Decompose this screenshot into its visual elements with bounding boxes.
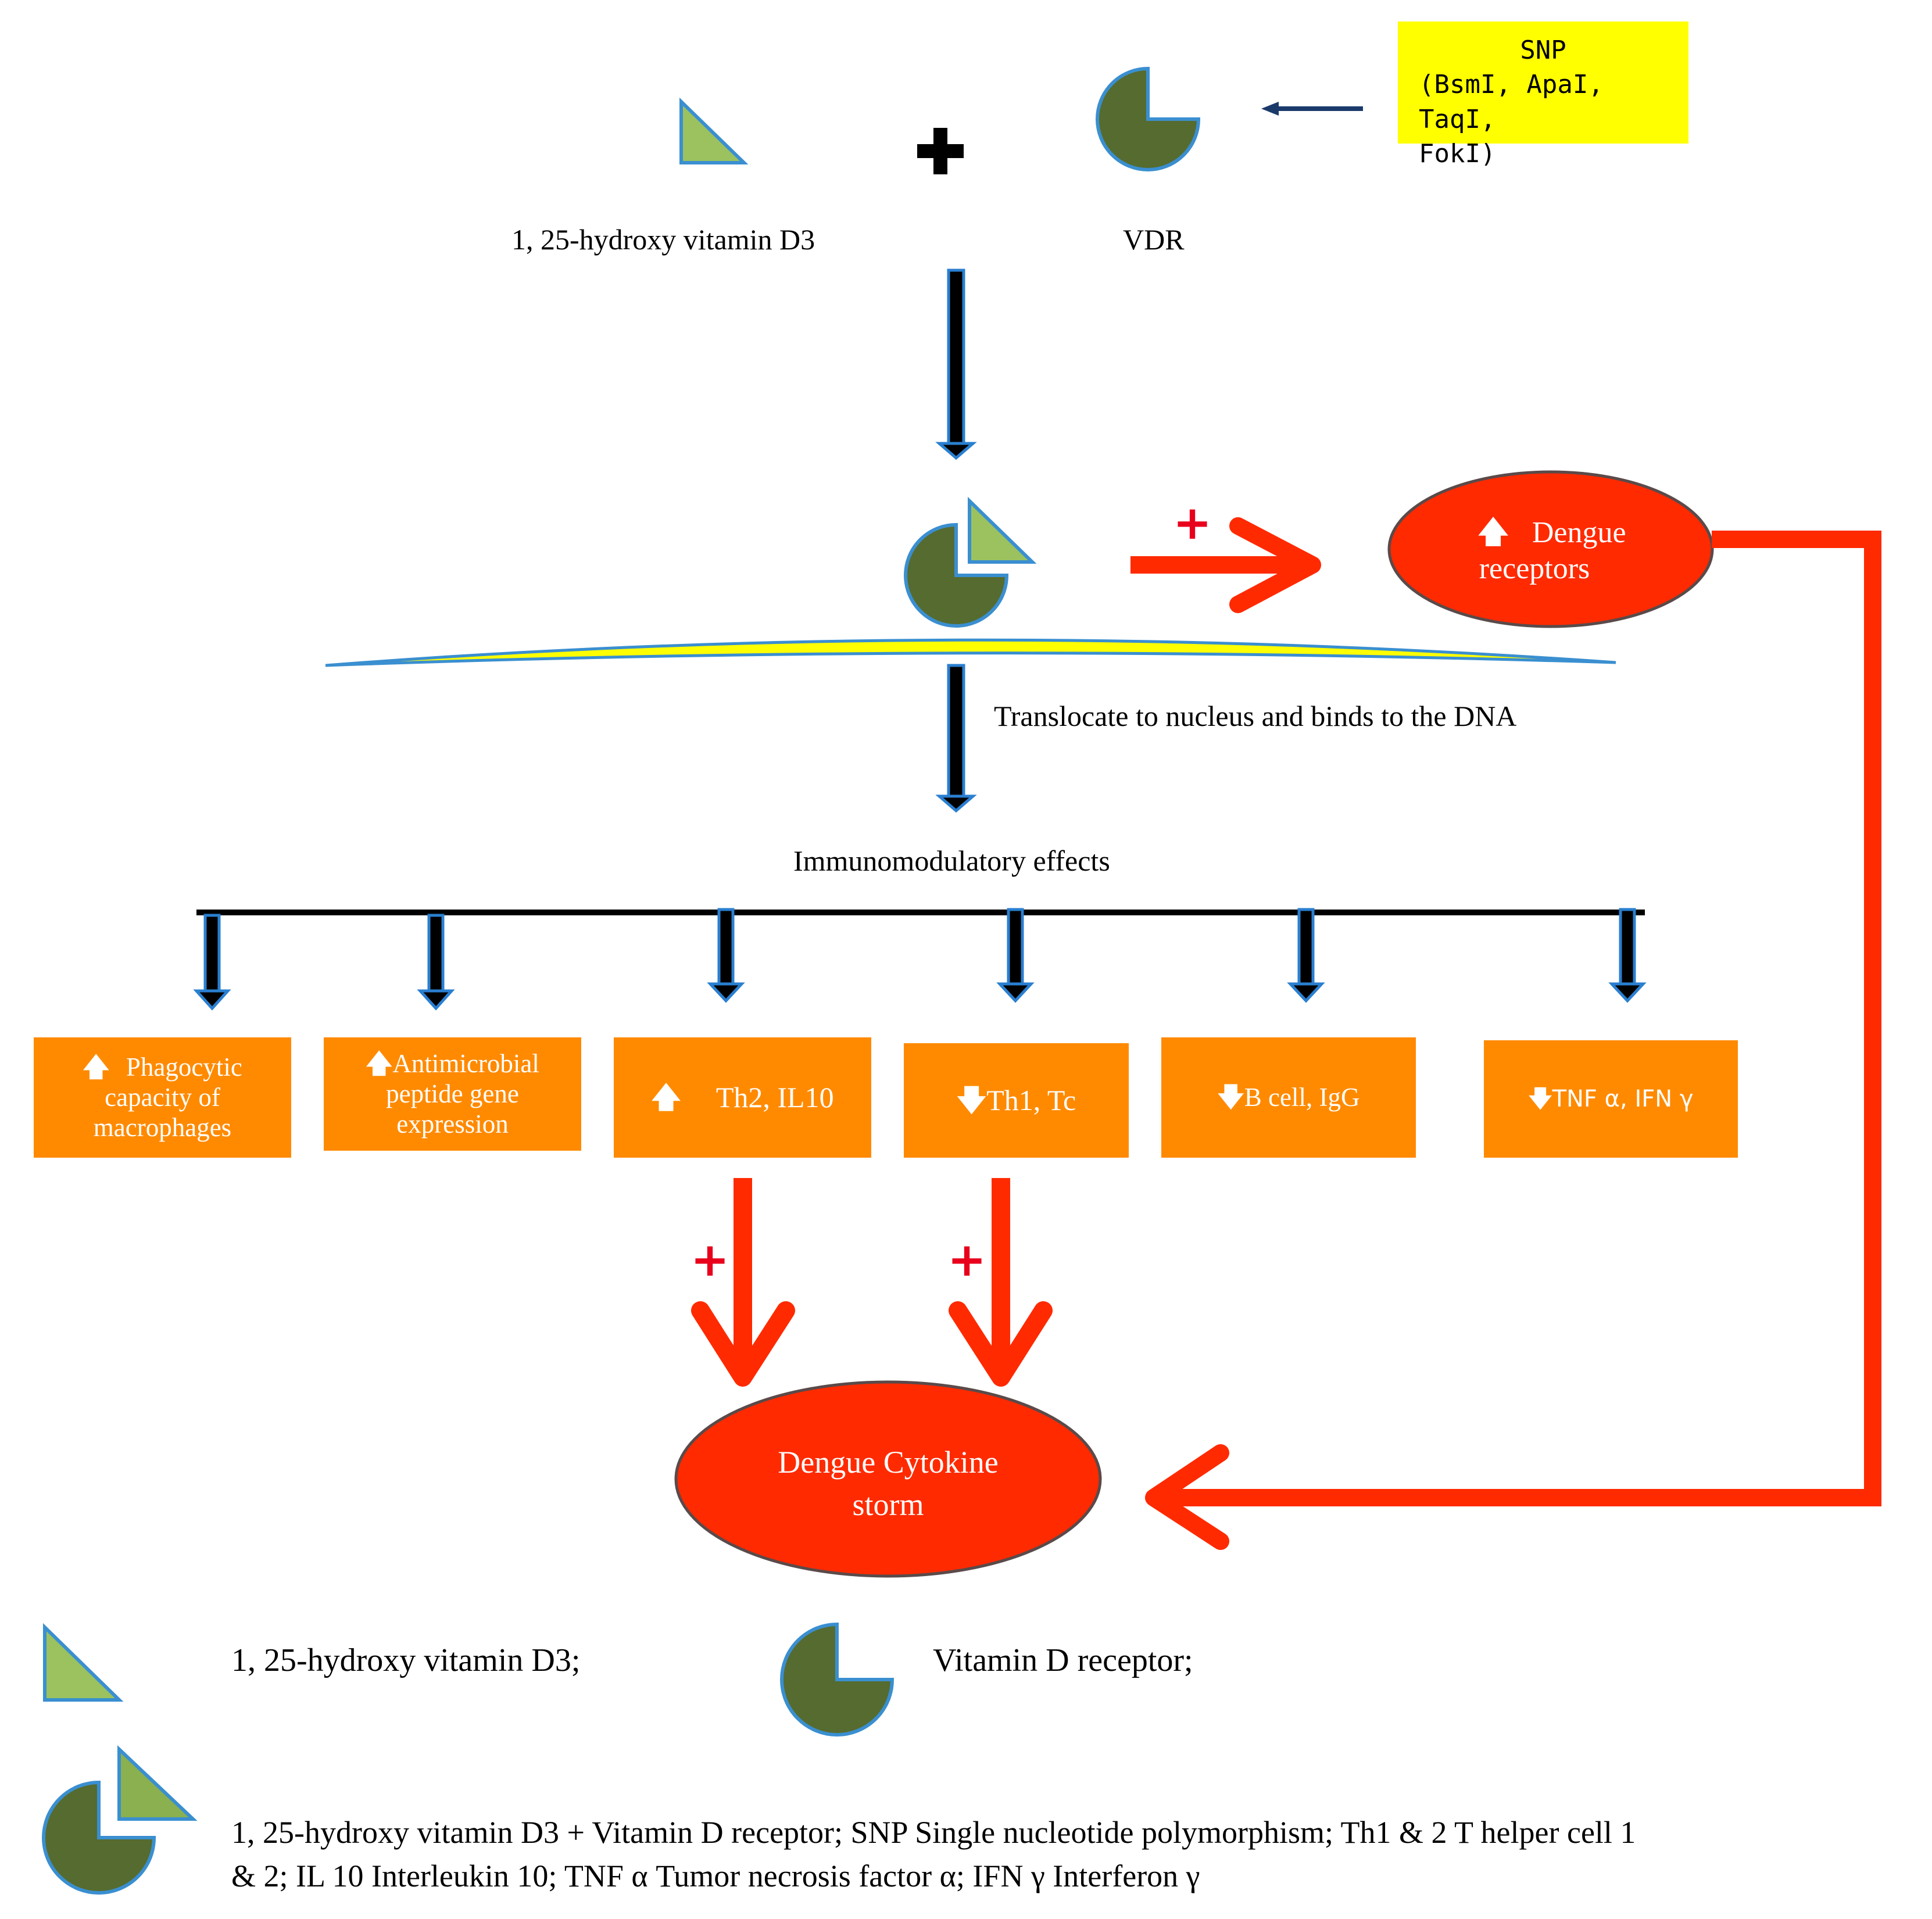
dengue-receptors-label: 🡅 Dengue receptors bbox=[1412, 514, 1691, 588]
plus-th2: + bbox=[690, 1233, 730, 1287]
effect-text: expression bbox=[396, 1109, 509, 1138]
plus-receptors: + bbox=[1173, 496, 1212, 550]
effect-box-phagocytic: 🡅 Phagocytic capacity of macrophages bbox=[34, 1037, 291, 1158]
branch-arrow-5 bbox=[1287, 908, 1325, 1003]
up-arrow-icon: 🡅 bbox=[366, 1048, 393, 1079]
cytokine-storm-label: Dengue Cytokine storm bbox=[714, 1441, 1062, 1526]
effect-text: peptide gene bbox=[386, 1079, 519, 1109]
branch-arrow-2 bbox=[417, 914, 455, 1011]
cytokine-storm-line2: storm bbox=[852, 1487, 924, 1522]
effect-text: capacity of bbox=[105, 1083, 220, 1112]
effect-text: TNF α, IFN γ bbox=[1552, 1086, 1694, 1112]
effect-box-th2: 🡅 Th2, IL10 bbox=[614, 1037, 871, 1158]
effect-text: Th2, IL10 bbox=[715, 1080, 834, 1114]
plus-th1: + bbox=[947, 1233, 987, 1287]
plus-symbol bbox=[917, 128, 964, 174]
nuclear-membrane bbox=[325, 638, 1616, 667]
effect-box-antimicrobial: 🡅Antimicrobial peptide gene expression bbox=[324, 1037, 581, 1151]
legend-complex-receptor bbox=[42, 1780, 156, 1895]
branch-arrow-1 bbox=[193, 914, 231, 1011]
effect-text: B cell, IgG bbox=[1244, 1083, 1360, 1112]
cytokine-storm-line1: Dengue Cytokine bbox=[778, 1445, 999, 1480]
down-arrow-main-1 bbox=[935, 268, 977, 460]
ligand-label: 1, 25-hydroxy vitamin D3 bbox=[511, 223, 815, 256]
down-arrow-icon: 🡇 bbox=[1528, 1086, 1552, 1112]
effect-text: Phagocytic bbox=[126, 1052, 242, 1082]
legend-complex-line2: & 2; IL 10 Interleukin 10; TNF α Tumor n… bbox=[231, 1859, 1200, 1893]
ligand-triangle-complex bbox=[968, 496, 1037, 564]
up-arrow-icon: 🡅 bbox=[651, 1080, 681, 1114]
dengue-receptors-line1: Dengue bbox=[1532, 516, 1626, 549]
effect-box-tnf: 🡇TNF α, IFN γ bbox=[1484, 1040, 1738, 1158]
dengue-receptors-oval bbox=[1387, 470, 1714, 628]
branch-arrow-4 bbox=[996, 908, 1035, 1003]
legend-ligand-triangle bbox=[43, 1623, 124, 1702]
cytokine-storm-oval bbox=[674, 1380, 1102, 1578]
branch-arrow-6 bbox=[1608, 908, 1647, 1003]
effect-box-th1: 🡇Th1, Tc bbox=[904, 1043, 1129, 1158]
ligand-triangle-top bbox=[679, 97, 749, 164]
red-arrow-th2 bbox=[691, 1178, 795, 1387]
legend-receptor-icon bbox=[780, 1622, 895, 1737]
snp-box: SNP (BsmI, ApaI, TaqI, FokI) bbox=[1398, 22, 1688, 169]
legend-ligand-text: 1, 25-hydroxy vitamin D3; bbox=[231, 1642, 581, 1678]
red-arrow-to-receptors bbox=[1130, 517, 1321, 613]
dengue-receptors-line2: receptors bbox=[1479, 552, 1590, 586]
snp-title: SNP bbox=[1520, 35, 1566, 65]
snp-variants-line2: FokI) bbox=[1419, 139, 1496, 169]
vdr-receptor-complex bbox=[904, 522, 1009, 628]
effect-text: Th1, Tc bbox=[986, 1083, 1076, 1116]
effect-text: Antimicrobial bbox=[392, 1049, 539, 1079]
receptor-label: VDR bbox=[1123, 223, 1185, 256]
down-arrow-icon: 🡇 bbox=[956, 1083, 987, 1117]
legend-receptor-text: Vitamin D receptor; bbox=[933, 1642, 1193, 1678]
immunomodulatory-label: Immunomodulatory effects bbox=[793, 844, 1110, 877]
snp-variants-line1: (BsmI, ApaI, TaqI, bbox=[1419, 70, 1604, 134]
legend-complex-ligand bbox=[117, 1745, 198, 1821]
branch-arrows bbox=[193, 908, 1647, 1011]
legend-complex-line1: 1, 25-hydroxy vitamin D3 + Vitamin D rec… bbox=[231, 1815, 1636, 1850]
vdr-receptor-top bbox=[1096, 66, 1201, 171]
up-arrow-icon: 🡅 bbox=[83, 1051, 110, 1083]
effect-text: macrophages bbox=[93, 1112, 232, 1142]
down-arrow-main-2 bbox=[935, 664, 977, 813]
branch-arrow-3 bbox=[707, 908, 745, 1003]
translocate-label: Translocate to nucleus and binds to the … bbox=[994, 700, 1517, 732]
effect-box-bcell: 🡇B cell, IgG bbox=[1161, 1037, 1416, 1158]
red-arrow-th1 bbox=[949, 1178, 1053, 1387]
red-feedback-path bbox=[1145, 531, 1881, 1550]
down-arrow-icon: 🡇 bbox=[1217, 1082, 1244, 1113]
snp-to-vdr-arrow bbox=[1261, 102, 1363, 116]
up-arrow-icon: 🡅 bbox=[1477, 515, 1509, 550]
